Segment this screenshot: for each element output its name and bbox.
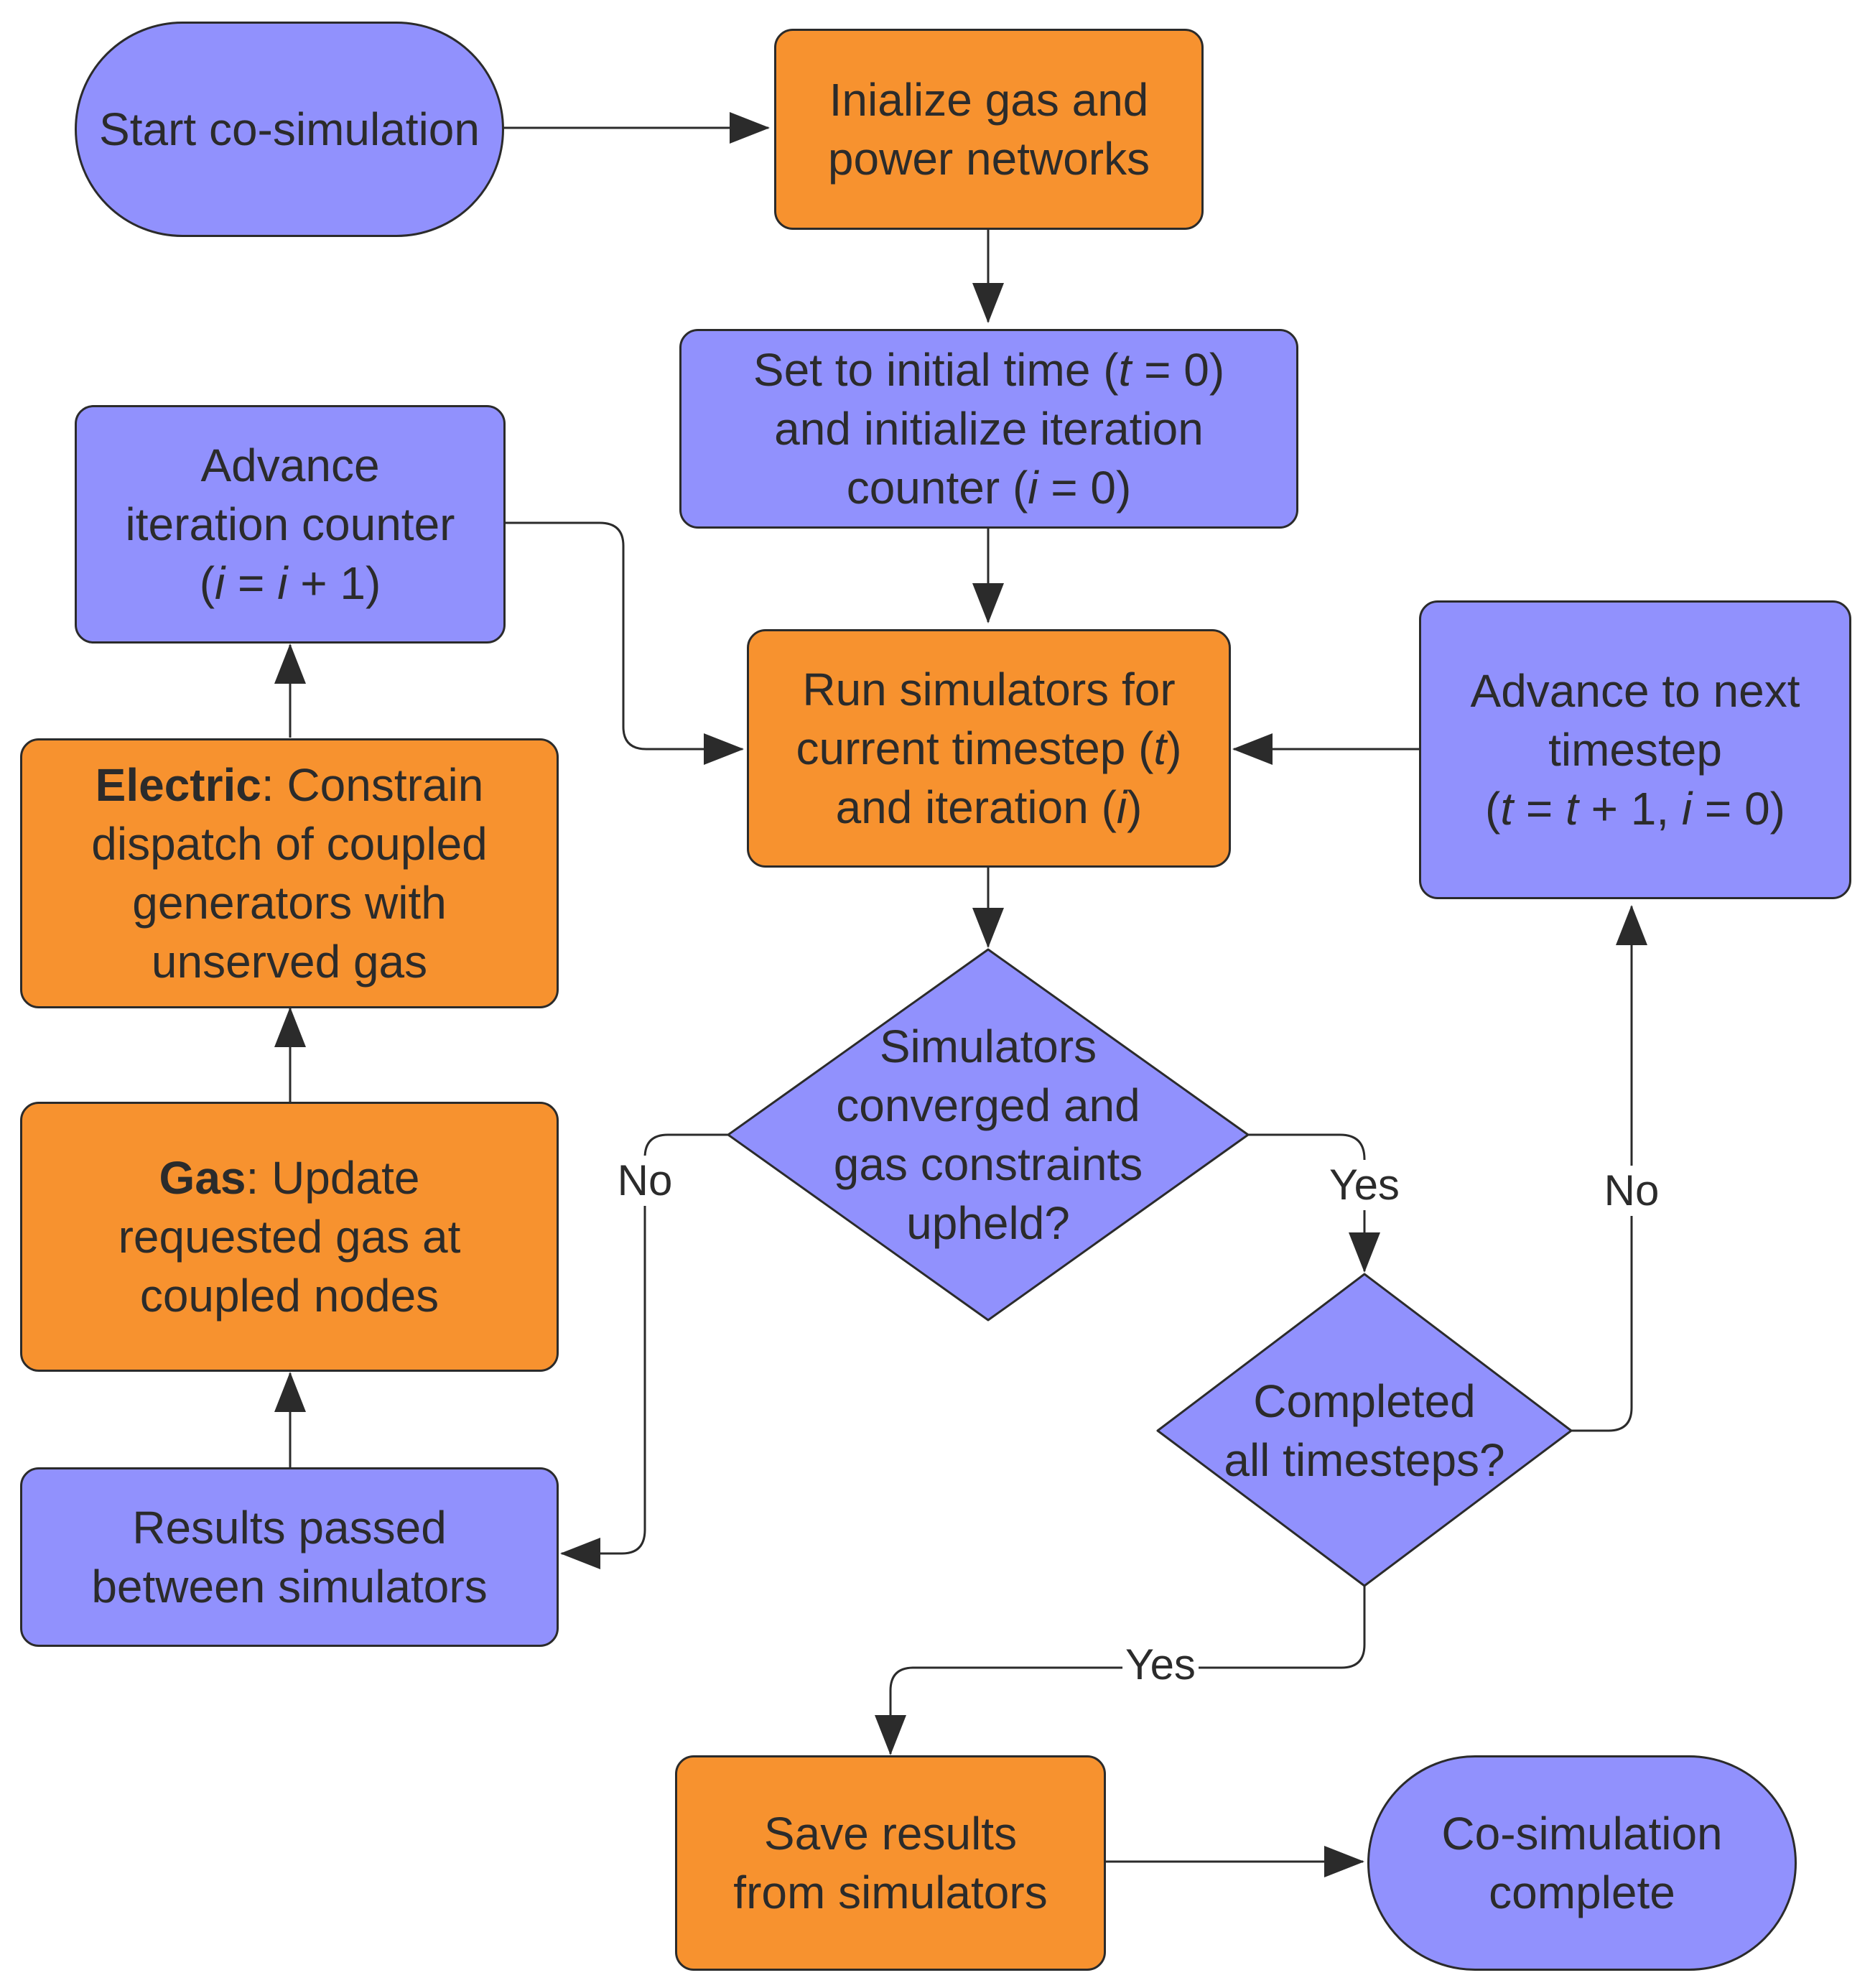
decision-completed (1156, 1273, 1573, 1587)
run-simulators-node: Run simulators for current timestep (t) … (747, 629, 1231, 868)
decision-completed-text: Completed all timesteps? (1224, 1375, 1505, 1486)
edge-converged-no (560, 1133, 728, 1569)
edge-label-converged-yes: Yes (1326, 1160, 1402, 1210)
edge-converged-yes (1248, 1133, 1380, 1273)
start-node: Start co-simulation (75, 22, 504, 237)
edge-advance-iter-to-run (506, 521, 744, 765)
complete-node: Co-simulation complete (1367, 1755, 1797, 1971)
save-results-node: Save results from simulators (675, 1755, 1106, 1971)
edge-completed-no (1571, 905, 1647, 1432)
electric-constrain-node: Electric: Constrain dispatch of coupled … (20, 738, 559, 1008)
set-initial-node: Set to initial time (t = 0) and initiali… (679, 329, 1298, 529)
edge-label-completed-yes: Yes (1122, 1640, 1199, 1690)
gas-update-node: Gas: Update requested gas at coupled nod… (20, 1102, 559, 1372)
edge-label-completed-no: No (1601, 1166, 1662, 1216)
advance-iteration-node: Advance iteration counter (i = i + 1) (75, 405, 506, 644)
init-networks-node: Inialize gas and power networks (774, 29, 1204, 230)
decision-converged (727, 948, 1250, 1322)
edge-label-converged-no: No (614, 1156, 676, 1206)
results-passed-node: Results passed between simulators (20, 1467, 559, 1647)
advance-timestep-node: Advance to next timestep (t = t + 1, i =… (1419, 600, 1851, 899)
decision-converged-text: Simulators converged and gas constraints… (833, 1021, 1143, 1249)
